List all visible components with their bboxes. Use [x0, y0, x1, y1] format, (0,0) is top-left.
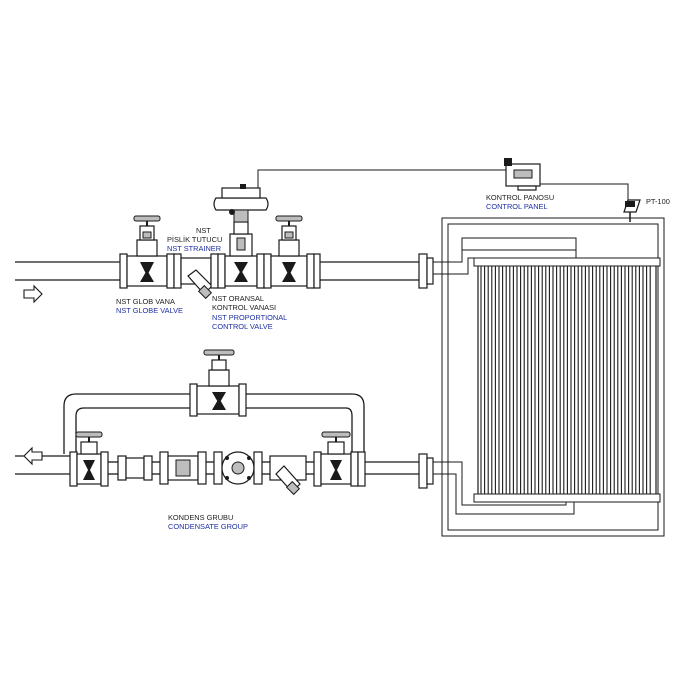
bypass-globe-valve — [189, 349, 247, 417]
proportional-valve-label-en1: NST PROPORTIONAL — [212, 313, 287, 322]
strainer-label: NST PİSLİK TUTUCU NST STRAINER — [167, 226, 222, 253]
globe-valve-label: NST GLOB VANA NST GLOBE VALVE — [116, 297, 183, 315]
pt100-label: PT-100 — [646, 197, 670, 206]
sight-glass — [159, 451, 207, 485]
bypass-line — [63, 349, 365, 454]
proportional-valve-label-en2: CONTROL VALVE — [212, 322, 273, 331]
proportional-valve-label-tr2: KONTROL VANASI — [212, 303, 276, 312]
steam-inlet-line — [15, 253, 434, 289]
globe-valve-label-en: NST GLOBE VALVE — [116, 306, 183, 315]
control-panel-label-tr: KONTROL PANOSU — [486, 193, 554, 202]
control-panel-label-en: CONTROL PANEL — [486, 202, 548, 211]
proportional-valve-label-tr1: NST ORANSAL — [212, 294, 264, 303]
strainer-label-line2: PİSLİK TUTUCU — [167, 235, 222, 244]
proportional-control-valve — [213, 184, 269, 289]
arrow-right-icon — [23, 284, 43, 304]
strainer-1 — [173, 253, 219, 300]
heating-coil — [473, 257, 661, 503]
condensate-group-label-tr: KONDENS GRUBU — [168, 513, 233, 522]
condensate-globe-valve-2 — [313, 431, 366, 487]
pt100-sensor — [623, 199, 641, 222]
globe-valve-label-tr: NST GLOB VANA — [116, 297, 175, 306]
globe-valve-2 — [263, 215, 321, 289]
pipe-union — [117, 455, 153, 481]
condensate-line — [15, 453, 434, 489]
strainer-2 — [269, 455, 307, 496]
condensate-group-label: KONDENS GRUBU CONDENSATE GROUP — [168, 513, 248, 531]
condensate-globe-valve-1 — [69, 431, 109, 487]
proportional-valve-label: NST ORANSAL KONTROL VANASI NST PROPORTIO… — [212, 294, 287, 331]
condensate-group-label-en: CONDENSATE GROUP — [168, 522, 248, 531]
arrow-left-icon — [23, 446, 43, 466]
heat-exchanger-tank — [430, 217, 665, 537]
strainer-label-en: NST STRAINER — [167, 244, 221, 253]
control-panel-label: KONTROL PANOSU CONTROL PANEL — [486, 193, 554, 211]
control-wiring — [257, 169, 629, 200]
strainer-label-line1: NST — [196, 226, 211, 235]
globe-valve-1 — [119, 215, 175, 289]
steam-trap — [213, 451, 263, 485]
control-panel — [504, 158, 541, 191]
